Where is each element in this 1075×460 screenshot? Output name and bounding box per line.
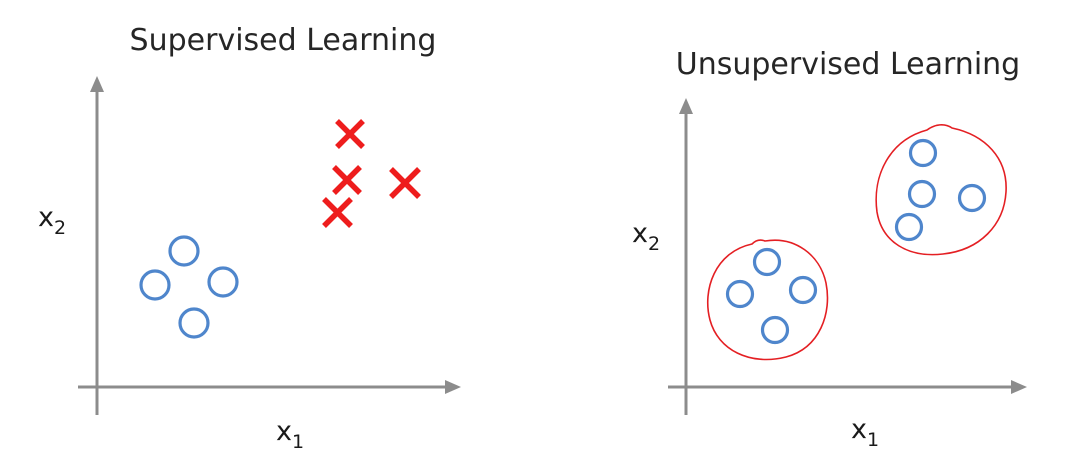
circle-marker	[725, 279, 755, 309]
circle-marker	[168, 235, 200, 267]
cluster-outline-upper	[875, 124, 1007, 256]
circle-marker	[907, 179, 937, 209]
circle-marker	[178, 307, 210, 339]
unsupervised-x-axis	[668, 380, 1027, 394]
unsupervised-circle-points	[725, 138, 987, 345]
circle-marker	[139, 269, 171, 301]
circle-marker	[957, 183, 987, 213]
unsupervised-y-axis	[679, 98, 693, 415]
circle-marker	[894, 212, 924, 242]
supervised-cross-points	[322, 119, 421, 228]
x-axis-arrowhead	[445, 380, 461, 394]
supervised-circle-points	[139, 235, 239, 339]
y-axis-arrowhead	[90, 76, 104, 92]
supervised-panel: Supervised Learning x2 x1	[38, 23, 461, 453]
supervised-x-axis	[78, 380, 461, 394]
supervised-title: Supervised Learning	[130, 23, 437, 58]
x-marker	[332, 165, 362, 195]
supervised-y-axis-label: x2	[38, 202, 66, 239]
cluster-outline-lower	[706, 239, 829, 361]
supervised-x-axis-label: x1	[276, 416, 304, 453]
unsupervised-panel: Unsupervised Learning x2 x1	[632, 47, 1027, 451]
circle-marker	[788, 275, 818, 305]
supervised-y-axis	[90, 76, 104, 415]
unsupervised-y-axis-label: x2	[632, 218, 660, 255]
circle-marker	[207, 266, 239, 298]
x-axis-arrowhead	[1011, 380, 1027, 394]
y-axis-arrowhead	[679, 98, 693, 114]
unsupervised-title: Unsupervised Learning	[676, 47, 1020, 82]
circle-marker	[908, 138, 938, 168]
circle-marker	[760, 315, 790, 345]
x-marker	[389, 167, 421, 199]
unsupervised-x-axis-label: x1	[851, 414, 879, 451]
x-marker	[322, 197, 353, 228]
circle-marker	[752, 247, 782, 277]
x-marker	[335, 119, 365, 149]
